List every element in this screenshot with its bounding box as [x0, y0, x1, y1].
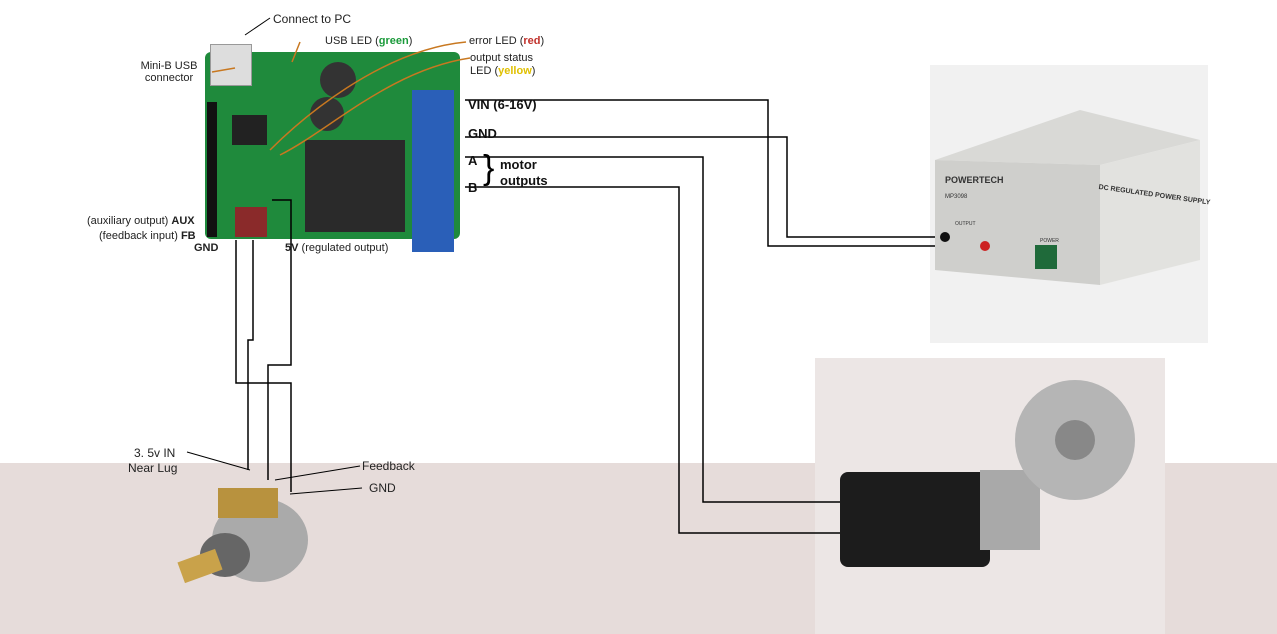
microcontroller-chip — [232, 115, 267, 145]
pot-near-lug-label: Near Lug — [128, 461, 178, 475]
wire-pot-3 — [267, 199, 292, 480]
potentiometer — [177, 488, 308, 584]
wire-pot-1 — [235, 240, 292, 492]
driver-chip — [305, 140, 405, 232]
motor-outputs-label: motor outputs — [500, 157, 548, 188]
motor — [840, 380, 1135, 567]
pot-gnd-label: GND — [369, 481, 396, 495]
vin-label: VIN (6-16V) — [468, 97, 537, 112]
5v-label: 5V (regulated output) — [285, 242, 389, 254]
wire-gnd — [465, 136, 945, 238]
psu-power: POWER — [1040, 238, 1059, 244]
terminal-b-label: B — [468, 180, 478, 195]
wire-pot-2 — [247, 240, 254, 470]
pot-in-label: 3. 5v IN — [134, 446, 176, 460]
terminal-a-label: A — [468, 153, 478, 168]
aux-fb-header — [235, 207, 267, 237]
usb-connector-label: Mini-B USB connector — [140, 60, 198, 84]
usb-led-label: USB LED (green) — [325, 35, 413, 47]
terminal-gnd-label: GND — [468, 126, 497, 141]
psu-output: OUTPUT — [955, 221, 976, 227]
controller-board — [205, 44, 460, 252]
power-supply — [935, 110, 1200, 285]
psu-brand: POWERTECH — [945, 175, 1004, 185]
brace: } — [483, 149, 495, 187]
error-led-label: error LED (red) — [469, 35, 545, 47]
fb-label: (feedback input) FB — [99, 230, 196, 242]
wire-b — [465, 186, 845, 534]
pot-feedback-label: Feedback — [362, 459, 415, 473]
gnd-pin-label: GND — [194, 242, 219, 254]
connect-pc-label: Connect to PC — [273, 12, 352, 26]
capacitor — [320, 62, 356, 98]
terminal-block — [412, 90, 454, 252]
usb-connector — [210, 44, 252, 86]
aux-label: (auxiliary output) AUX — [87, 215, 195, 227]
wire-vin — [465, 99, 985, 247]
psu-model: MP3098 — [945, 194, 968, 200]
wire-a — [465, 156, 845, 503]
pin-header — [207, 102, 217, 237]
